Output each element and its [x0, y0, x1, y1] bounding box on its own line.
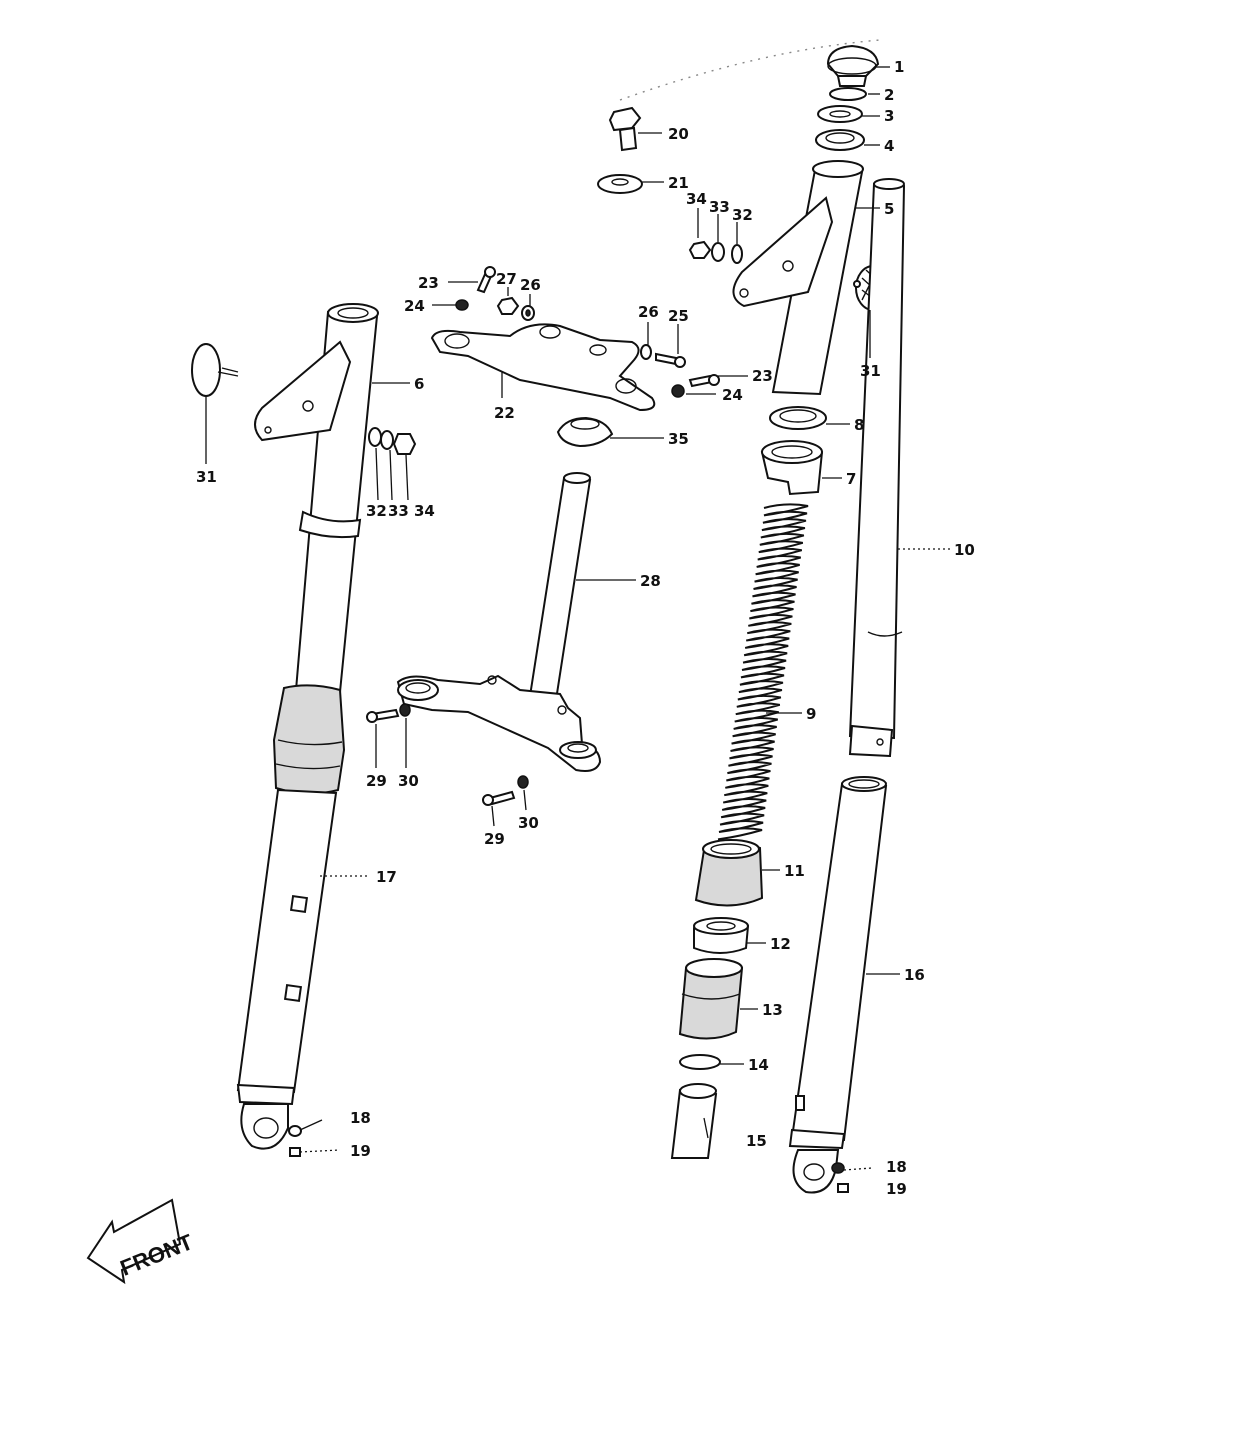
washer-21: [597, 174, 643, 194]
callout-17: 17: [376, 868, 397, 886]
outer-tube-right: [788, 776, 888, 1194]
fork-cover-right: [732, 160, 864, 396]
fork-cover-left: [254, 303, 379, 694]
callout-32-left: 32: [366, 502, 387, 520]
steering-stem-28: [396, 472, 602, 772]
guide-13: [678, 958, 744, 1040]
bolt-23-right: [688, 374, 720, 388]
callout-21: 21: [668, 174, 689, 192]
callout-30-left: 30: [398, 772, 419, 790]
callout-11: 11: [784, 862, 805, 880]
callout-24-right: 24: [722, 386, 743, 404]
lock-washer-33-right: [711, 242, 725, 262]
o-ring-2: [829, 87, 867, 101]
washer-26-top: [521, 305, 535, 321]
washer-3: [817, 105, 863, 123]
nut-34-left: [392, 433, 417, 455]
callout-3: 3: [884, 107, 894, 125]
callout-9: 9: [806, 705, 816, 723]
seal-8: [769, 406, 827, 430]
cap-bolt-1: [826, 44, 880, 87]
callout-33-right: 33: [709, 198, 730, 216]
inner-tube-10: [848, 178, 906, 758]
callout-1: 1: [894, 58, 904, 76]
callout-30-right: 30: [518, 814, 539, 832]
outer-tube-left: [236, 788, 338, 1150]
nut-24-top: [455, 299, 469, 311]
callout-27: 27: [496, 270, 517, 288]
reflector-31-left: [191, 343, 239, 397]
dust-seal-11: [694, 839, 764, 907]
callout-22: 22: [494, 404, 515, 422]
spring-guide-7: [760, 440, 824, 496]
callout-2: 2: [884, 86, 894, 104]
callout-12: 12: [770, 935, 791, 953]
callout-32-right: 32: [732, 206, 753, 224]
callout-13: 13: [762, 1001, 783, 1019]
callout-35: 35: [668, 430, 689, 448]
callout-7: 7: [846, 470, 856, 488]
callout-6: 6: [414, 375, 424, 393]
washer-30-right: [517, 775, 529, 789]
callout-26-right: 26: [638, 303, 659, 321]
bolt-23-top: [476, 266, 496, 294]
callout-28: 28: [640, 572, 661, 590]
washer-30-left: [399, 703, 411, 717]
callout-18-left: 18: [350, 1109, 371, 1127]
washer-32-right: [731, 244, 743, 264]
callout-31-left: 31: [196, 468, 217, 486]
front-direction-arrow: FRONT: [86, 1198, 197, 1285]
callout-20: 20: [668, 125, 689, 143]
callout-25: 25: [668, 307, 689, 325]
callout-14: 14: [748, 1056, 769, 1074]
callout-labels: 1 2 3 4 5 6 7 8 9 10 11 12 13 14 15 16 1…: [196, 58, 975, 1198]
ring-14: [679, 1054, 721, 1070]
callout-15: 15: [746, 1132, 767, 1150]
washer-32-left: [368, 427, 382, 447]
callout-29-left: 29: [366, 772, 387, 790]
left-fork-assembly: [191, 303, 417, 1157]
callout-19-left: 19: [350, 1142, 371, 1160]
callout-34-left: 34: [414, 502, 435, 520]
callout-31-right: 31: [860, 362, 881, 380]
washer-18-left: [288, 1125, 302, 1137]
callout-26-top: 26: [520, 276, 541, 294]
leader-lines: [205, 66, 950, 1171]
callout-4: 4: [884, 137, 894, 155]
callout-10: 10: [954, 541, 975, 559]
upper-bracket: [430, 323, 656, 412]
callout-34-right: 34: [686, 190, 707, 208]
bolt-20: [608, 106, 642, 152]
callout-33-left: 33: [388, 502, 409, 520]
lock-washer-33-left: [380, 430, 394, 450]
screw-19-right: [837, 1183, 849, 1193]
washer-4: [815, 129, 865, 151]
callout-8: 8: [854, 416, 864, 434]
bushing-15: [670, 1083, 718, 1159]
callout-5: 5: [884, 200, 894, 218]
callout-23-top: 23: [418, 274, 439, 292]
bolt-29-right: [482, 790, 516, 806]
bolt-25: [655, 352, 686, 368]
callout-23-right: 23: [752, 367, 773, 385]
fork-boot-left: [272, 684, 346, 795]
bolt-29-left: [366, 708, 400, 723]
callout-18-right: 18: [886, 1158, 907, 1176]
callout-19-right: 19: [886, 1180, 907, 1198]
fork-spring-9: [717, 503, 809, 841]
washer-18-right: [831, 1162, 845, 1174]
callout-16: 16: [904, 966, 925, 984]
nut-12: [693, 917, 750, 954]
nut-27: [496, 296, 520, 315]
cap-35: [556, 416, 614, 448]
washer-26-right: [640, 344, 652, 360]
screw-19-left: [289, 1147, 301, 1157]
callout-29-right: 29: [484, 830, 505, 848]
nut-24-right: [671, 384, 685, 398]
callout-24-top: 24: [404, 297, 425, 315]
nut-34-right: [688, 240, 712, 259]
